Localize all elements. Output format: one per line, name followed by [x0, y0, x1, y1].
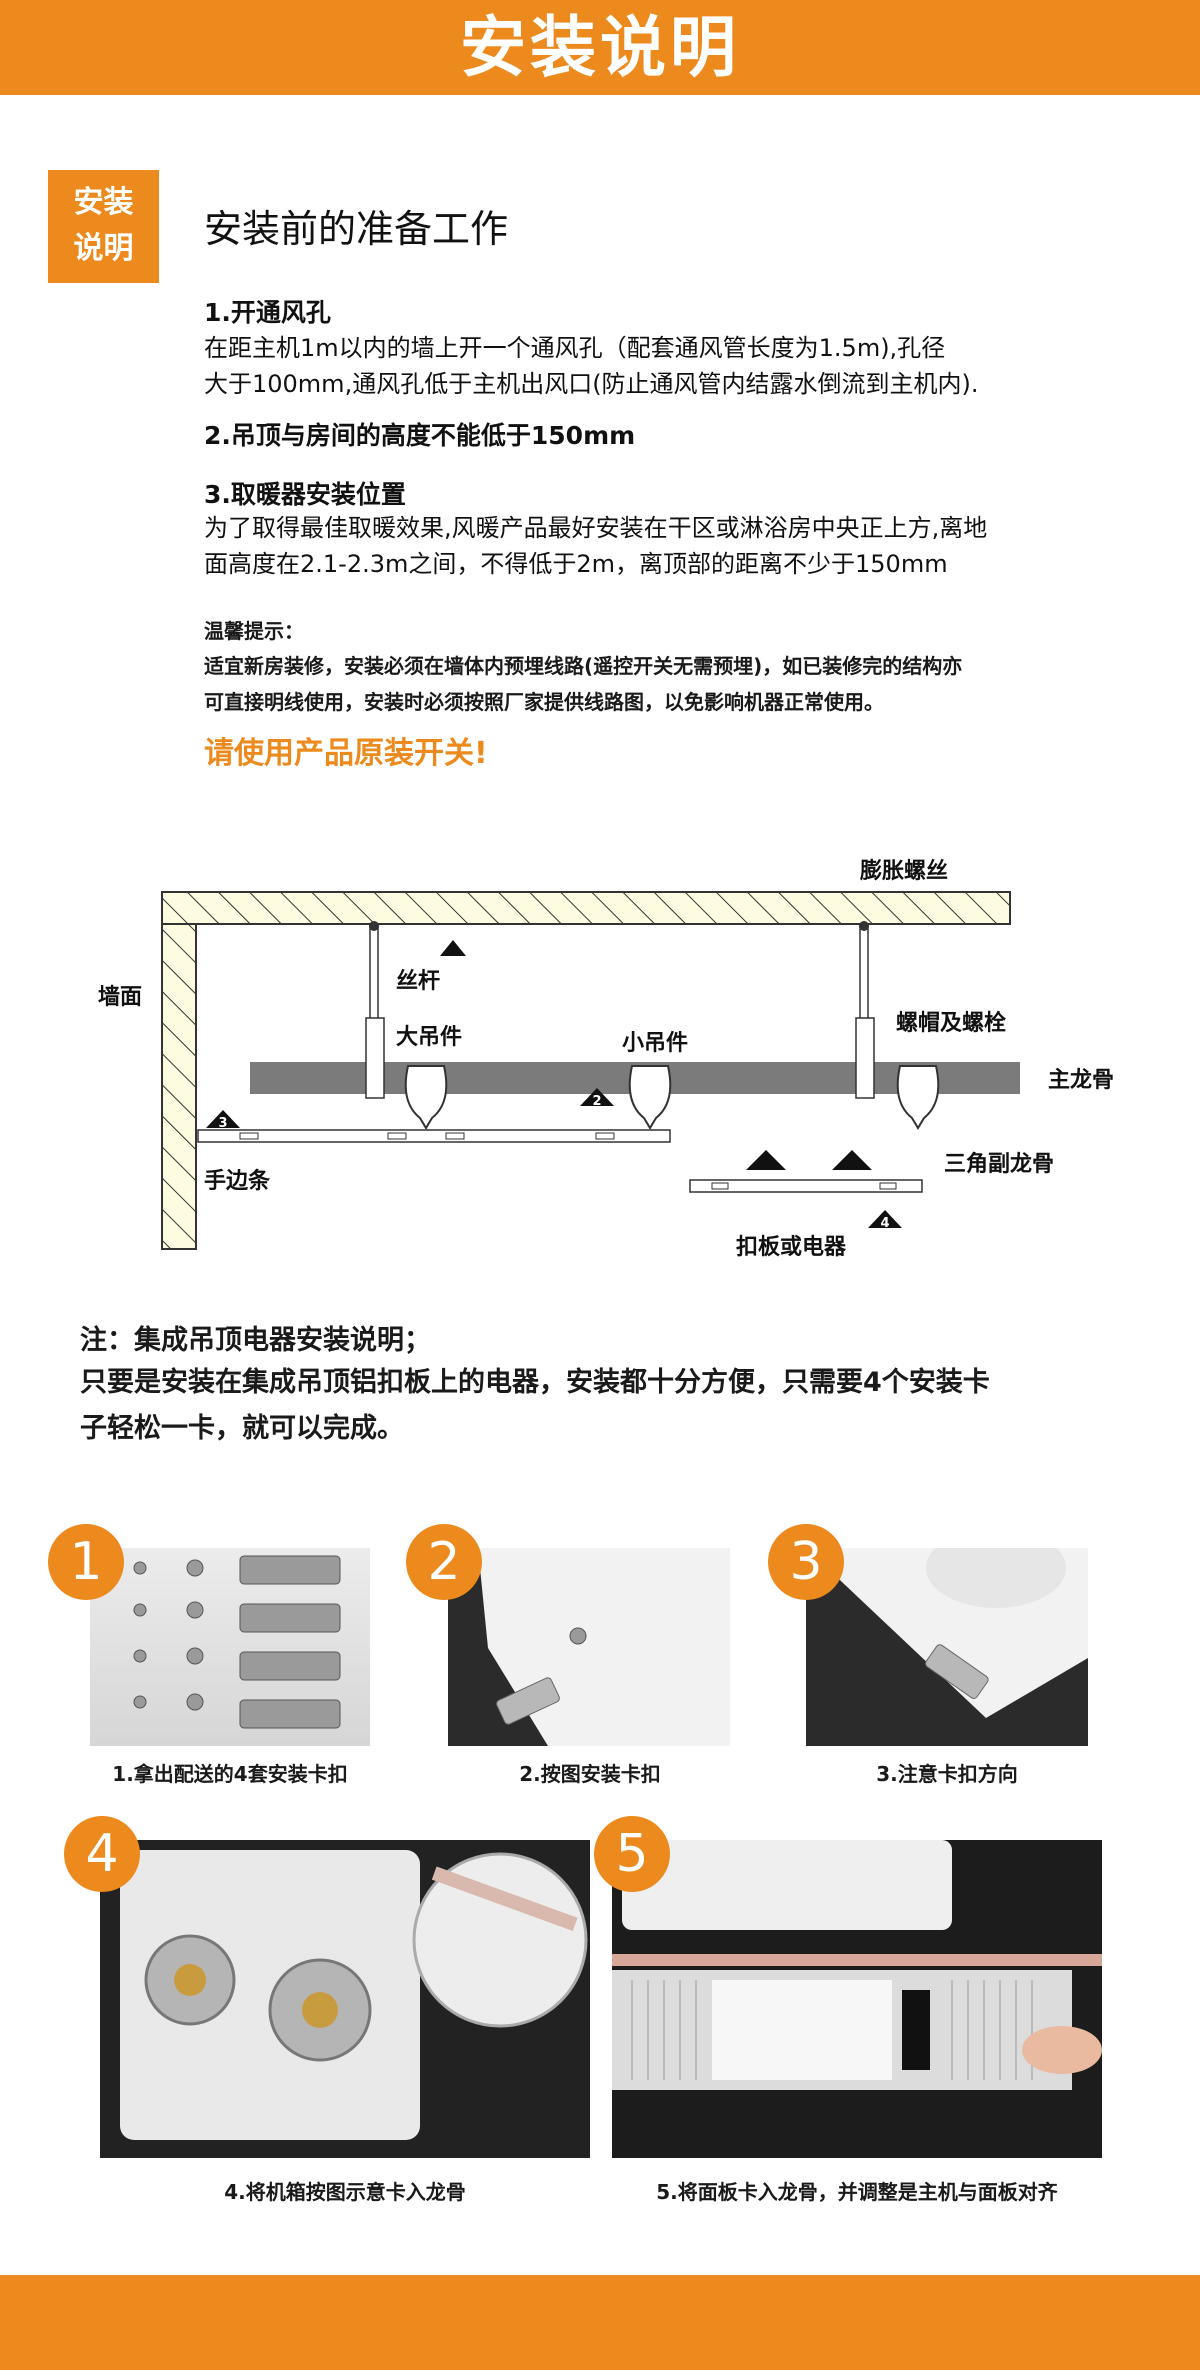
- section-1-line-1: 在距主机1m以内的墙上开一个通风孔（配套通风管长度为1.5m),孔径: [204, 334, 946, 362]
- marker-2-shape: [580, 1088, 614, 1106]
- label-panel: 扣板或电器: [736, 1234, 847, 1260]
- marker-3: 3: [218, 1116, 227, 1131]
- note-text: 只要是安装在集成吊顶铝扣板上的电器，安装都十分方便，只需要4个安装卡 子轻松一卡…: [80, 1360, 1160, 1452]
- section-badge: 安装 说明: [48, 170, 159, 283]
- label-expansion-screw: 膨胀螺丝: [859, 858, 948, 884]
- step-3-badge: 3: [768, 1524, 844, 1600]
- panel-or-appliance: [689, 1179, 923, 1193]
- section-3-line-1: 为了取得最佳取暖效果,风暖产品最好安装在干区或淋浴房中央正上方,离地: [204, 514, 988, 542]
- installation-diagram: 2 3 4 膨胀螺丝 墙面 丝杆 大吊件 小吊件 螺帽及螺栓 主龙骨 手边条 三…: [98, 858, 1114, 1260]
- marker-4: 4: [880, 1216, 889, 1231]
- label-small-hanger: 小吊件: [622, 1031, 688, 1056]
- section-1-line-2: 大于100mm,通风孔低于主机出风口(防止通风管内结露水倒流到主机内).: [204, 370, 979, 398]
- section-3-line-2: 面高度在2.1-2.3m之间，不得低于2m，离顶部的距离不少于150mm: [204, 550, 948, 578]
- tip-heading: 温馨提示：: [204, 619, 304, 643]
- section-1-heading: 1.开通风孔: [204, 298, 331, 327]
- label-wall: 墙面: [98, 985, 142, 1010]
- original-switch-warning: 请使用产品原装开关!: [204, 736, 488, 771]
- wall-slab: [161, 923, 197, 1250]
- step-5-photo: [612, 1840, 1102, 2158]
- step-2-caption: 2.按图安装卡扣: [519, 1762, 661, 1786]
- triangle-clip-2: [628, 1065, 672, 1130]
- badge-line-2: 说明: [73, 231, 134, 266]
- tip-text: 适宜新房装修，安装必须在墙体内预埋线路(遥控开关无需预埋)，如已装修完的结构亦 …: [204, 648, 1164, 720]
- step-4-caption: 4.将机箱按图示意卡入龙骨: [224, 2180, 466, 2204]
- step-3-photo: [806, 1548, 1088, 1746]
- section-1-text: 在距主机1m以内的墙上开一个通风孔（配套通风管长度为1.5m),孔径 大于100…: [204, 330, 1164, 402]
- label-triangle-keel: 三角副龙骨: [944, 1151, 1054, 1177]
- bottom-bar: [0, 2275, 1200, 2370]
- section-3-text: 为了取得最佳取暖效果,风暖产品最好安装在干区或淋浴房中央正上方,离地 面高度在2…: [204, 510, 1164, 582]
- step-2-badge: 2: [406, 1524, 482, 1600]
- arrow-panel-left: [746, 1150, 786, 1170]
- label-main-keel: 主龙骨: [1048, 1068, 1114, 1093]
- marker-4-shape: [868, 1210, 902, 1228]
- step-1-badge: 1: [48, 1524, 124, 1600]
- step-5-badge: 5: [594, 1816, 670, 1892]
- badge-line-1: 安装: [73, 185, 134, 220]
- triangle-clip-1: [404, 1065, 448, 1130]
- step-4-badge: 4: [64, 1816, 140, 1892]
- marker-3-shape: [206, 1110, 240, 1128]
- big-hanger-left: [365, 1017, 385, 1099]
- step-4-photo: [100, 1840, 590, 2158]
- ceiling-slab: [161, 891, 1011, 925]
- label-nut-bolt: 螺帽及螺栓: [896, 1011, 1006, 1036]
- big-hanger-right: [855, 1017, 875, 1099]
- edge-strip: [197, 1129, 671, 1143]
- step-1-caption: 1.拿出配送的4套安装卡扣: [112, 1762, 348, 1786]
- note-line-2: 子轻松一卡，就可以完成。: [80, 1413, 404, 1444]
- tip-line-2: 可直接明线使用，安装时必须按照厂家提供线路图，以免影响机器正常使用。: [204, 690, 884, 714]
- clips-illustration: [133, 1555, 341, 1729]
- step-5-caption: 5.将面板卡入龙骨，并调整是主机与面板对齐: [656, 2180, 1058, 2204]
- arrow-rod: [440, 940, 466, 956]
- prep-title: 安装前的准备工作: [204, 207, 509, 251]
- page-title: 安装说明: [460, 9, 740, 86]
- triangle-clip-3: [896, 1065, 940, 1130]
- step-1-photo: [90, 1548, 370, 1746]
- section-2-heading: 2.吊顶与房间的高度不能低于150mm: [204, 421, 636, 450]
- label-rod: 丝杆: [396, 968, 440, 994]
- step-2-photo: [448, 1548, 730, 1746]
- tip-line-1: 适宜新房装修，安装必须在墙体内预埋线路(遥控开关无需预埋)，如已装修完的结构亦: [204, 654, 963, 678]
- top-banner: 安装说明: [0, 0, 1200, 95]
- arrow-panel-right: [832, 1150, 872, 1170]
- note-heading: 注：集成吊顶电器安装说明；: [80, 1325, 431, 1356]
- step-3-caption: 3.注意卡扣方向: [876, 1762, 1018, 1786]
- section-3-heading: 3.取暖器安装位置: [204, 480, 406, 509]
- label-edge-strip: 手边条: [204, 1168, 271, 1194]
- note-line-1: 只要是安装在集成吊顶铝扣板上的电器，安装都十分方便，只需要4个安装卡: [80, 1367, 990, 1398]
- label-big-hanger: 大吊件: [396, 1025, 462, 1050]
- marker-2: 2: [592, 1094, 601, 1109]
